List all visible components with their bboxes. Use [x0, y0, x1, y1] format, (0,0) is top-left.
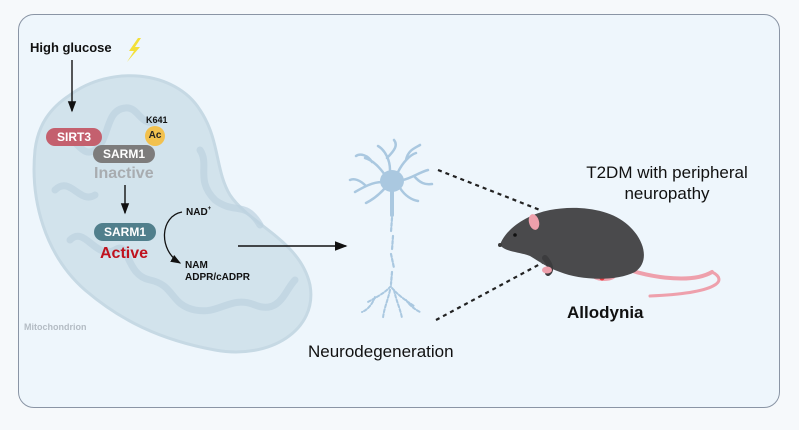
sarm1-inactive-protein: SARM1: [93, 145, 155, 163]
products-label: NAM ADPR/cADPR: [185, 260, 250, 284]
inactive-state-label: Inactive: [94, 165, 154, 182]
dotted-connector-top: [437, 168, 541, 212]
condition-line-1: T2DM with peripheral: [586, 163, 748, 182]
sarm1-active-protein: SARM1: [94, 223, 156, 241]
active-state-label: Active: [100, 245, 149, 262]
mouse-icon: [498, 207, 721, 298]
sirt3-protein: SIRT3: [46, 128, 102, 146]
neurodegeneration-label: Neurodegeneration: [308, 342, 454, 361]
acetylation-site-label: K641: [146, 115, 168, 125]
substrate-charge: +: [207, 206, 212, 212]
product-adpr: ADPR/cADPR: [185, 272, 251, 283]
nad-conversion-arrow: [163, 211, 183, 264]
product-nam: NAM: [185, 260, 208, 271]
lightning-bolt-icon: [127, 38, 141, 62]
phenotype-label: Allodynia: [567, 303, 644, 322]
acetyl-group-badge: Ac: [145, 126, 165, 146]
substrate-label: NAD+: [186, 206, 211, 218]
condition-label: T2DM with peripheral neuropathy: [556, 162, 778, 204]
mitochondrion-icon: [32, 74, 313, 354]
neuron-icon: [348, 138, 434, 319]
stimulus-label: High glucose: [30, 40, 112, 55]
dotted-connector-bottom: [435, 262, 543, 321]
substrate-name: NAD: [186, 207, 208, 218]
mitochondrion-label: Mitochondrion: [24, 322, 87, 332]
condition-line-2: neuropathy: [624, 184, 710, 203]
